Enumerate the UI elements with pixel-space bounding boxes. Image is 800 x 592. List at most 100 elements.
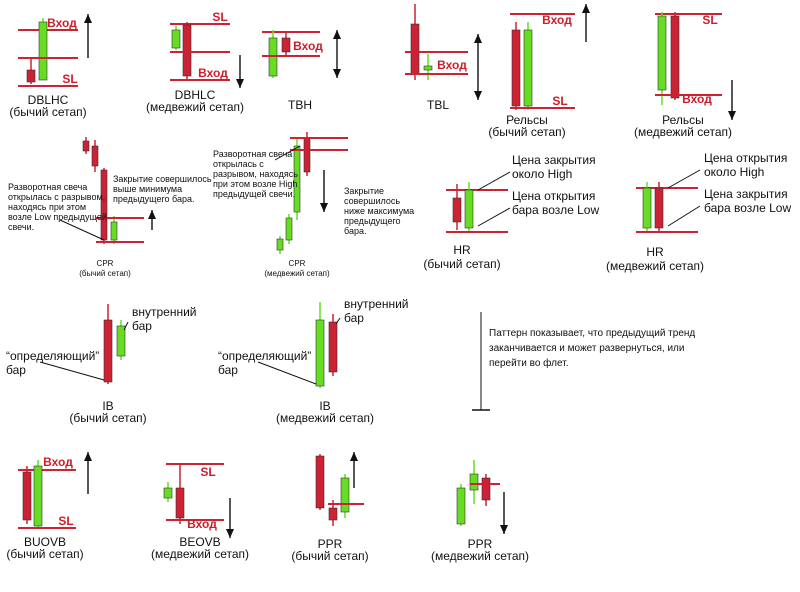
ppr-bear-arrow-head bbox=[500, 525, 508, 534]
cpr-bull-arrow-head bbox=[148, 210, 156, 219]
rails-bear-sl-label: SL bbox=[702, 13, 717, 27]
rails-bear-setup: (медвежий сетап) bbox=[634, 125, 732, 139]
ppr-bull-setup: (бычий сетап) bbox=[291, 549, 368, 563]
rails-bull-entry-label: Вход bbox=[542, 13, 572, 27]
dblhc-entry-label: Вход bbox=[47, 16, 77, 30]
rails-bear-candle-2-body bbox=[670, 15, 680, 99]
ib-bull-inner-label-line-0: внутренний bbox=[132, 305, 197, 319]
buovb-entry-label: Вход bbox=[43, 455, 73, 469]
cpr-bull-note2-line-0: Закрытие совершилось bbox=[113, 174, 212, 184]
cpr-bear-note1-line-4: предыдущей свечи. bbox=[213, 189, 295, 199]
cpr-bear-candle-1-body bbox=[276, 238, 284, 251]
pattern-note-line-1: заканчивается и может развернуться, или bbox=[489, 343, 684, 354]
hr-bull-name: HR bbox=[453, 243, 471, 257]
rails-bear-entry-label: Вход bbox=[682, 92, 712, 106]
rails-bull-sl-label: SL bbox=[552, 94, 567, 108]
hr-bull-pointer-2 bbox=[477, 207, 511, 227]
cpr-bull-note1-line-1: открылась с разрывом, bbox=[8, 192, 105, 202]
buovb-candle-1-body bbox=[22, 471, 32, 521]
beovb-sl-label: SL bbox=[200, 465, 215, 479]
ib-bull-pointer-2 bbox=[39, 361, 105, 381]
hr-bear-note2-line-0: Цена закрытия bbox=[704, 187, 788, 201]
ppr-bear-setup: (медвежий сетап) bbox=[431, 549, 529, 563]
cpr-bull-candle-2-body bbox=[91, 145, 99, 167]
hr-bull-note2-line-0: Цена открытия bbox=[512, 189, 595, 203]
hr-bull-setup: (бычий сетап) bbox=[423, 257, 500, 271]
dbhlc-candle-2-body bbox=[182, 24, 192, 77]
buovb-arrow-head bbox=[84, 452, 92, 461]
cpr-bull-note1-line-0: Разворотная свеча bbox=[8, 182, 87, 192]
tbl-candle-1-body bbox=[410, 23, 420, 75]
cpr-bear-arrow-head bbox=[320, 203, 328, 212]
ib-bull-pointer-1 bbox=[123, 321, 129, 331]
hr-bull-note2-line-1: бара возле Low bbox=[512, 203, 599, 217]
ib-bull-name: IB bbox=[102, 399, 113, 413]
hr-bull-note1-line-1: около High bbox=[512, 167, 572, 181]
ib-bear-name: IB bbox=[319, 399, 330, 413]
ib-bull-candle-1-body bbox=[103, 319, 113, 383]
cpr-bull-note1-line-4: свечи. bbox=[8, 222, 34, 232]
dblhc-candle-1-body bbox=[26, 69, 36, 83]
hr-bull-note1-line-0: Цена закрытия bbox=[512, 153, 596, 167]
ppr-bull-name: PPR bbox=[318, 537, 343, 551]
rails-bull-candle-1-body bbox=[511, 29, 521, 107]
tbl-arrow-up-head bbox=[474, 34, 482, 43]
ib-bear-candle-2-body bbox=[328, 321, 338, 373]
ib-bull-candle-2-body bbox=[116, 325, 126, 357]
ib-bull-defining-label-line-0: “определяющий” bbox=[6, 349, 99, 363]
cpr-bear-candle-2-body bbox=[285, 217, 293, 241]
buovb-name: BUOVB bbox=[24, 535, 66, 549]
cpr-bear-note2-line-4: бара. bbox=[344, 226, 366, 236]
rails-bull-candle-2-body bbox=[523, 29, 533, 107]
cpr-bull-setup: (бычий сетап) bbox=[79, 269, 131, 278]
tbl-arrow-down-head bbox=[474, 91, 482, 100]
cpr-bear-name: CPR bbox=[289, 259, 306, 268]
beovb-arrow-head bbox=[226, 529, 234, 538]
hr-bear-note2-line-1: бара возле Low bbox=[704, 201, 791, 215]
dbhlc-arrow-head bbox=[236, 79, 244, 88]
hr-bear-name: HR bbox=[646, 245, 664, 259]
beovb-entry-label: Вход bbox=[187, 517, 217, 531]
cpr-bear-candle-3-body bbox=[293, 145, 301, 213]
dblhc-setup: (бычий сетап) bbox=[9, 105, 86, 119]
rails-bear-arrow-head bbox=[728, 111, 736, 120]
tbl-candle-2-body bbox=[423, 65, 433, 71]
ib-bear-defining-label-line-0: “определяющий” bbox=[218, 349, 311, 363]
tbl-name: TBL bbox=[427, 98, 449, 112]
cpr-bull-name: CPR bbox=[97, 259, 114, 268]
ppr-bear-candle-3-body bbox=[481, 477, 491, 501]
cpr-bear-note2-line-0: Закрытие bbox=[344, 186, 384, 196]
beovb-candle-1-body bbox=[163, 487, 173, 499]
ib-bear-pointer-2 bbox=[257, 361, 317, 385]
tbh-arrow-up-head bbox=[333, 30, 341, 39]
dblhc-sl-label: SL bbox=[62, 72, 77, 86]
cpr-bull-candle-4-body bbox=[110, 221, 118, 241]
cpr-bear-note1-line-2: разрывом, находясь bbox=[213, 169, 298, 179]
hr-bull-pointer-1 bbox=[477, 171, 511, 191]
ib-bear-inner-label-line-1: бар bbox=[344, 311, 364, 325]
cpr-bear-note1-line-1: открылась с bbox=[213, 159, 264, 169]
cpr-bear-candle-4-body bbox=[303, 137, 311, 173]
cpr-bear-note2-line-1: совершилось bbox=[344, 196, 400, 206]
cpr-bull-note1-line-3: возле Low предыдущей bbox=[8, 212, 107, 222]
rails-bull-setup: (бычий сетап) bbox=[488, 125, 565, 139]
dblhc-candle-2-body bbox=[38, 21, 48, 81]
dblhc-arrow-head bbox=[84, 14, 92, 23]
cpr-bull-note2-line-2: предыдущего бара. bbox=[113, 194, 195, 204]
cpr-bear-note1-line-0: Разворотная свеча bbox=[213, 149, 292, 159]
dbhlc-entry-label: Вход bbox=[198, 66, 228, 80]
cpr-bull-candle-3-body bbox=[100, 169, 108, 241]
hr-bear-pointer-2 bbox=[667, 205, 701, 227]
ppr-bull-arrow-head bbox=[350, 452, 358, 461]
ib-bull-inner-label-line-1: бар bbox=[132, 319, 152, 333]
ppr-bull-candle-3-body bbox=[340, 477, 350, 513]
ppr-bull-candle-1-body bbox=[315, 455, 325, 509]
ib-bear-pointer-1 bbox=[335, 317, 341, 325]
tbh-name: TBH bbox=[288, 98, 312, 112]
ppr-bear-candle-2-body bbox=[469, 473, 479, 491]
ib-bull-defining-label-line-1: бар bbox=[6, 363, 26, 377]
dbhlc-sl-label: SL bbox=[212, 10, 227, 24]
cpr-bull-note1-line-2: находясь при этом bbox=[8, 202, 86, 212]
tbh-entry-label: Вход bbox=[293, 39, 323, 53]
ib-bull-setup: (бычий сетап) bbox=[69, 411, 146, 425]
